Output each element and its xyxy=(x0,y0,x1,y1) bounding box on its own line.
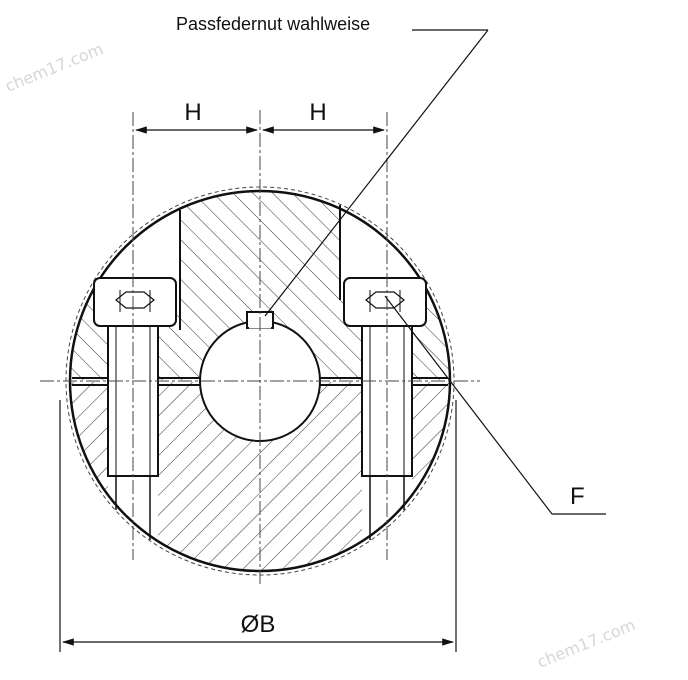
center-lines xyxy=(40,110,480,585)
keyway-note: Passfedernut wahlweise xyxy=(176,14,370,34)
keyway-leader xyxy=(264,29,489,317)
f-label: F xyxy=(570,483,585,510)
dimension-diameter-label: ØB xyxy=(241,611,276,638)
watermark-right: chem17.com xyxy=(534,615,638,672)
dimension-h-left-label: H xyxy=(184,99,201,126)
dimension-diameter xyxy=(59,400,457,652)
upper-part-edges xyxy=(179,205,341,330)
f-leader xyxy=(384,295,606,515)
watermark-left: chem17.com xyxy=(2,39,106,96)
dimension-h-right-label: H xyxy=(309,99,326,126)
